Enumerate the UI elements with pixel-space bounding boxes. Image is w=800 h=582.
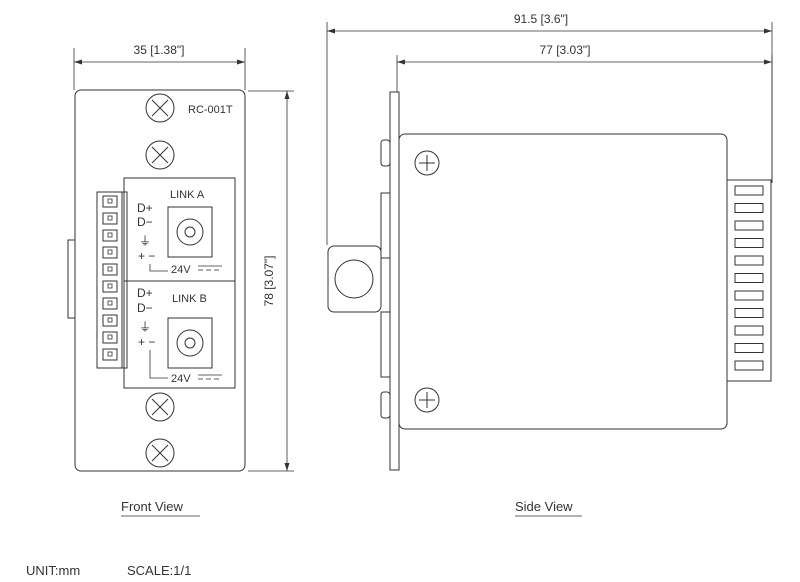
voltage-label: 24V (171, 373, 191, 385)
terminal-pin (102, 348, 118, 361)
terminal-pin (102, 212, 118, 225)
terminal-pin (102, 229, 118, 242)
terminal-pin (102, 195, 118, 208)
terminal-pin (102, 263, 118, 276)
rear-connector (726, 179, 772, 382)
power-label: + − (138, 335, 155, 349)
plus-screw-icon (414, 387, 440, 413)
screw-icon (145, 392, 175, 422)
power-label: + − (138, 249, 155, 263)
connector-slot (734, 185, 764, 196)
terminal-pin (102, 280, 118, 293)
model-label: RC-001T (188, 104, 233, 116)
ground-symbol: ⏚ (139, 234, 151, 248)
latch (327, 245, 382, 313)
terminal-pin (102, 246, 118, 259)
rj-jack (167, 206, 213, 258)
connector-slot (734, 203, 764, 213)
connector-slot (734, 308, 764, 318)
connector-slot (734, 238, 764, 248)
body-depth-dimension: 77 [3.03"] (396, 43, 773, 183)
front-width-dimension: 35 [1.38"] (73, 43, 246, 90)
rj-jack (167, 317, 213, 369)
connector-slot (734, 220, 764, 231)
side-view: 91.5 [3.6"] 77 [3.03"] (326, 12, 773, 517)
pin-label: D+ (137, 286, 153, 300)
screw-icon (145, 93, 175, 123)
pin-label: D+ (137, 201, 153, 215)
connector-slot (734, 360, 764, 371)
connector-slot (734, 255, 764, 266)
pin-label: D− (137, 215, 153, 229)
plus-screw-icon (414, 150, 440, 176)
ground-symbol: ⏚ (139, 320, 151, 334)
connector-slot (734, 273, 764, 283)
terminal-pin (102, 314, 118, 327)
screw-icon (145, 438, 175, 468)
port-name: LINK A (170, 189, 205, 201)
voltage-label: 24V (171, 264, 191, 276)
side-panel (389, 91, 400, 471)
port-link-b: LINK B D+ D− ⏚ + − 24V (137, 286, 222, 385)
terminal-pin (102, 331, 118, 344)
screw-icon (145, 140, 175, 170)
pin-label: D− (137, 301, 153, 315)
body-depth-label: 77 [3.03"] (540, 43, 591, 57)
module-body (398, 133, 728, 430)
front-width-label: 35 [1.38"] (134, 43, 185, 57)
connector-slot (734, 325, 764, 336)
terminal-block (96, 191, 128, 369)
front-view: 35 [1.38"] RC-001T (67, 43, 294, 517)
scale-label: SCALE:1/1 (127, 563, 191, 578)
connector-slot (734, 290, 764, 301)
front-height-dimension: 78 [3.07"] (248, 90, 294, 472)
terminal-pin (102, 297, 118, 310)
front-view-caption: Front View (121, 499, 184, 514)
port-name: LINK B (172, 293, 207, 305)
front-height-label: 78 [3.07"] (262, 256, 276, 307)
overall-depth-label: 91.5 [3.6"] (514, 12, 568, 26)
unit-label: UNIT:mm (26, 563, 80, 578)
overall-depth-dimension: 91.5 [3.6"] (326, 12, 773, 245)
side-view-caption: Side View (515, 499, 573, 514)
connector-slot (734, 343, 764, 353)
port-link-a: LINK A D+ D− ⏚ + − 24V (137, 189, 222, 276)
